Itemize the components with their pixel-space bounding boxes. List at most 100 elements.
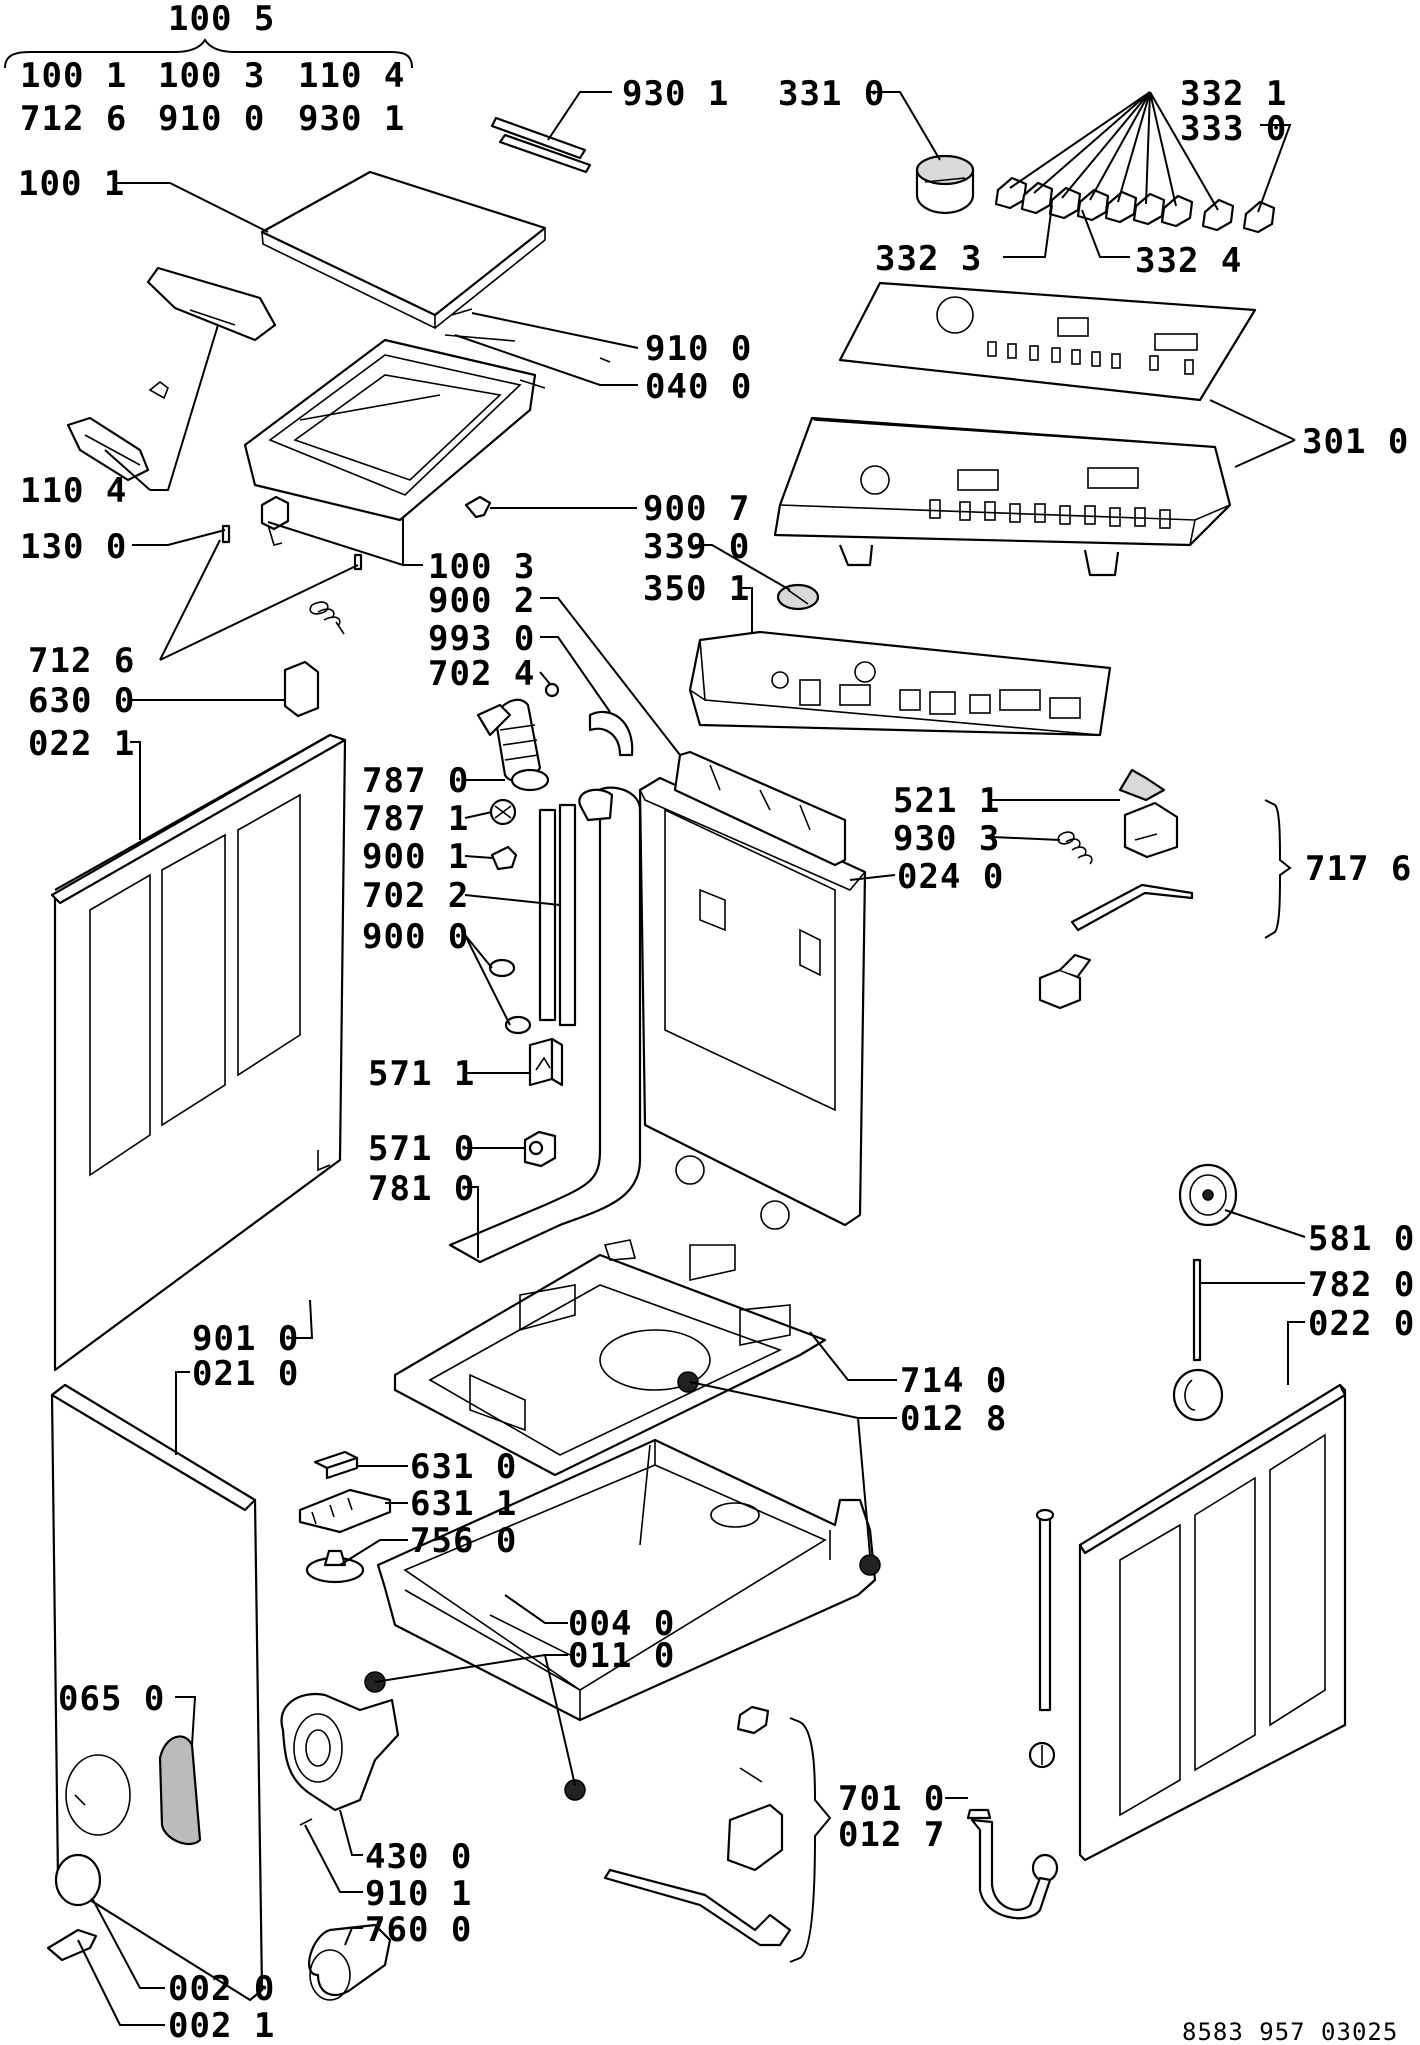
label-702-2: 702 2 [362, 876, 469, 916]
label-901-0: 901 0 [192, 1319, 299, 1359]
document-number: 8583 957 03025 [1182, 2018, 1398, 2045]
label-787-1: 787 1 [362, 799, 469, 839]
part-valve-571-0 [523, 1130, 557, 1168]
label-781-0: 781 0 [368, 1169, 475, 1209]
label-787-0: 787 0 [362, 761, 469, 801]
label-571-1: 571 1 [368, 1054, 475, 1094]
label-100-1: 100 1 [18, 164, 125, 204]
label-900-2: 900 2 [428, 581, 535, 621]
label-900-1: 900 1 [362, 837, 469, 877]
part-base-714-0 [393, 1239, 827, 1477]
part-sidepanel-022-0 [1078, 1383, 1347, 1862]
part-strip-930-1 [490, 116, 592, 174]
label-717-6: 717 6 [1305, 849, 1412, 889]
label-631-1: 631 1 [410, 1484, 517, 1524]
part-gasket-900-1 [490, 845, 518, 871]
label-910-0-header: 910 0 [158, 99, 265, 139]
label-930-1: 930 1 [622, 74, 729, 114]
part-inlet-hose-701-0 [966, 1808, 1052, 1920]
part-hose-787-0 [476, 698, 550, 792]
part-lid-100-1 [260, 170, 547, 330]
part-buttons-332-1 [994, 176, 1276, 234]
leader-lines [4, 38, 1306, 2026]
part-lock-521-1 [1118, 768, 1179, 859]
label-930-3: 930 3 [893, 819, 1000, 859]
label-712-6: 712 6 [28, 641, 135, 681]
label-714-0: 714 0 [900, 1361, 1007, 1401]
part-pulley-581-0 [1178, 1163, 1238, 1227]
label-100-3-header: 100 3 [158, 56, 265, 96]
label-701-0: 701 0 [838, 1779, 945, 1819]
label-332-1: 332 1 [1180, 74, 1287, 114]
label-012-8: 012 8 [900, 1399, 1007, 1439]
label-993-0: 993 0 [428, 619, 535, 659]
label-011-0: 011 0 [568, 1636, 675, 1676]
label-022-1: 022 1 [28, 724, 135, 764]
part-knob-339-0 [776, 583, 820, 611]
label-012-7: 012 7 [838, 1815, 945, 1855]
part-screw-702-4 [544, 682, 560, 698]
label-712-6-header: 712 6 [20, 99, 127, 139]
label-024-0: 024 0 [897, 857, 1004, 897]
label-760-0: 760 0 [365, 1910, 472, 1950]
label-002-1: 002 1 [168, 2006, 275, 2045]
label-002-0: 002 0 [168, 1969, 275, 2009]
part-shaft-012-7 [1028, 1508, 1059, 1883]
part-trim-110-4 [66, 266, 277, 482]
label-910-0: 910 0 [645, 329, 752, 369]
part-spring-930-3 [1057, 831, 1093, 865]
part-rearframe-024-0 [638, 750, 867, 1230]
part-chassis-004-0 [364, 1371, 881, 1801]
part-clip-900-7 [464, 495, 492, 519]
label-900-0: 900 0 [362, 917, 469, 957]
part-plug-900-0 [488, 958, 532, 1035]
part-labels: 100 5 100 1 100 3 110 4 712 6 910 0 930 … [18, 0, 1415, 2045]
part-valve-571-1 [528, 1037, 564, 1087]
label-333-0: 333 0 [1180, 109, 1287, 149]
part-lock-012-7 [603, 1705, 792, 1947]
label-022-0: 022 0 [1308, 1304, 1415, 1344]
label-571-0: 571 0 [368, 1129, 475, 1169]
part-pump-430-0 [280, 1692, 400, 1812]
label-004-0: 004 0 [568, 1604, 675, 1644]
label-130-0: 130 0 [20, 527, 127, 567]
part-filter-760-0 [308, 1923, 392, 2001]
part-knob-331-0 [915, 154, 975, 215]
part-cap-717-6 [1038, 953, 1092, 1010]
part-washer-782-0 [1172, 1368, 1224, 1422]
label-100-3: 100 3 [428, 547, 535, 587]
part-frontpanel-021-0 [50, 1383, 264, 2002]
label-756-0: 756 0 [410, 1521, 517, 1561]
label-100-1-header: 100 1 [20, 56, 127, 96]
label-581-0: 581 0 [1308, 1219, 1415, 1259]
label-930-1-header: 930 1 [298, 99, 405, 139]
label-430-0: 430 0 [365, 1837, 472, 1877]
label-110-4: 110 4 [20, 471, 127, 511]
part-lever-002-1 [46, 1928, 98, 1962]
label-521-1: 521 1 [893, 781, 1000, 821]
part-overlay-301-0 [838, 281, 1257, 402]
part-topframe-100-3 [243, 338, 537, 522]
part-spring-712-6 [309, 553, 363, 635]
label-350-1: 350 1 [643, 569, 750, 609]
label-040-0: 040 0 [645, 367, 752, 407]
label-301-0: 301 0 [1302, 422, 1409, 462]
label-900-7: 900 7 [643, 489, 750, 529]
label-702-4: 702 4 [428, 654, 535, 694]
part-connector-631-0 [313, 1450, 359, 1480]
label-630-0: 630 0 [28, 681, 135, 721]
part-shaft-782-0 [1192, 1258, 1202, 1362]
label-332-4: 332 4 [1135, 241, 1242, 281]
label-332-3: 332 3 [875, 239, 982, 279]
label-331-0: 331 0 [778, 74, 885, 114]
label-910-1: 910 1 [365, 1874, 472, 1914]
part-latch-130-0 [221, 495, 290, 546]
part-screw-910-1 [299, 1818, 313, 1826]
label-110-4-header: 110 4 [298, 56, 405, 96]
part-foot-756-0 [305, 1549, 365, 1584]
part-clamp-993-0 [588, 710, 634, 757]
label-021-0: 021 0 [192, 1354, 299, 1394]
part-board-350-1 [688, 630, 1112, 737]
